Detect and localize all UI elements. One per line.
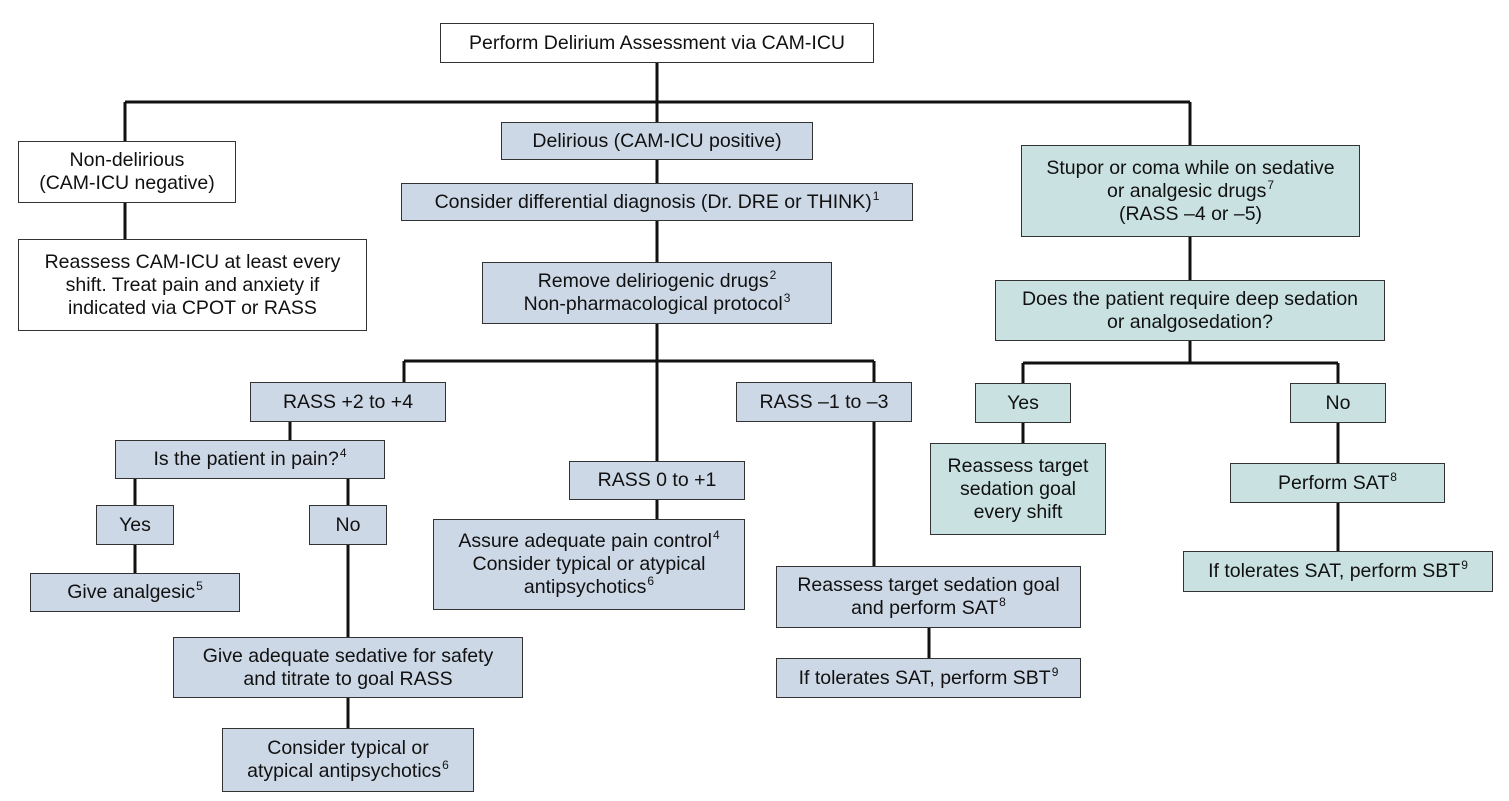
node-text: RASS –1 to –3 — [759, 390, 889, 413]
node-text: Assure adequate pain control — [458, 530, 712, 552]
give-sedative-node: Give adequate sedative for safety and ti… — [173, 637, 523, 698]
footnote-mark: 6 — [442, 758, 449, 772]
consider-antipsychotics-node: Consider typical or atypical antipsychot… — [222, 728, 474, 792]
tolerates-sat-right-node: If tolerates SAT, perform SBT9 — [1183, 551, 1493, 592]
node-text: RASS +2 to +4 — [282, 390, 414, 413]
tolerates-sat-mid-node: If tolerates SAT, perform SBT9 — [776, 658, 1081, 698]
node-text-line: and perform SAT8 — [851, 595, 1006, 620]
node-text-line: antipsychotics6 — [523, 574, 655, 599]
footnote-mark: 4 — [339, 446, 347, 460]
footnote-mark: 8 — [999, 595, 1006, 609]
node-text: Yes — [1007, 391, 1039, 414]
footnote-mark: 7 — [1267, 177, 1275, 192]
node-text: Give analgesic — [67, 581, 196, 603]
node-text: Consider differential diagnosis (Dr. DRE… — [434, 190, 872, 213]
node-text: Consider typical or atypical — [472, 553, 706, 575]
node-text: Non-delirious — [69, 149, 185, 171]
node-text: and perform SAT — [851, 597, 999, 619]
node-text: Stupor or coma while on sedative — [1046, 156, 1335, 179]
node-text: atypical antipsychotics — [247, 760, 442, 782]
remove-drugs-node: Remove deliriogenic drugs2 Non-pharmacol… — [482, 262, 832, 324]
rass-0-1-node: RASS 0 to +1 — [569, 461, 745, 500]
assure-pain-node: Assure adequate pain control4 Consider t… — [433, 519, 745, 610]
footnote-mark: 5 — [196, 579, 203, 593]
node-text: Reassess target — [947, 454, 1089, 477]
node-text: Remove deliriogenic drugs — [537, 270, 769, 292]
footnote-mark: 2 — [769, 268, 777, 282]
node-text: shift. Treat pain and anxiety if — [65, 273, 320, 296]
deep-sedation-question-node: Does the patient require deep sedation o… — [995, 280, 1385, 341]
node-text: RASS 0 to +1 — [597, 469, 717, 491]
reassess-goal-node: Reassess target sedation goal every shif… — [930, 443, 1106, 535]
nondelirious-node: Non-delirious (CAM-ICU negative) — [18, 141, 236, 203]
reassess-camicu-node: Reassess CAM-ICU at least every shift. T… — [18, 239, 367, 331]
footnote-mark: 9 — [1051, 664, 1059, 679]
node-text: Yes — [119, 513, 151, 536]
node-text: Consider typical or — [267, 737, 429, 759]
node-text: or analgesic drugs — [1106, 179, 1267, 202]
node-text: (CAM-ICU negative) — [39, 172, 215, 194]
node-text: Reassess target sedation goal — [797, 574, 1060, 596]
node-text: Does the patient require deep sedation — [1021, 287, 1359, 310]
delirious-node: Delirious (CAM-ICU positive) — [501, 122, 813, 160]
rass-2-4-node: RASS +2 to +4 — [250, 382, 446, 422]
stupor-node: Stupor or coma while on sedative or anal… — [1021, 145, 1360, 237]
footnote-mark: 3 — [783, 291, 791, 305]
footnote-mark: 1 — [872, 188, 880, 203]
node-text: Perform SAT — [1278, 471, 1390, 494]
node-text-line: Is the patient in pain?4 — [153, 446, 347, 471]
node-text-line: Give analgesic5 — [67, 579, 203, 604]
pain-yes-node: Yes — [96, 505, 174, 545]
footnote-mark: 9 — [1461, 558, 1468, 572]
node-text: Delirious (CAM-ICU positive) — [532, 129, 782, 152]
node-text-line: atypical antipsychotics6 — [247, 758, 449, 783]
node-text: antipsychotics — [523, 576, 647, 598]
give-analgesic-node: Give analgesic5 — [30, 573, 240, 612]
perform-sat-node: Perform SAT8 — [1230, 463, 1445, 503]
node-text: (RASS –4 or –5) — [1118, 202, 1263, 225]
node-text: indicated via CPOT or RASS — [68, 296, 317, 319]
start-node: Perform Delirium Assessment via CAM-ICU — [440, 23, 874, 63]
node-text-line: Remove deliriogenic drugs2 — [537, 268, 777, 293]
footnote-mark: 6 — [647, 574, 655, 588]
reassess-sat-node: Reassess target sedation goal and perfor… — [776, 566, 1081, 628]
node-text: No — [335, 513, 361, 536]
node-text: If tolerates SAT, perform SBT — [1208, 560, 1461, 582]
node-text: No — [1325, 391, 1351, 414]
node-text: every shift — [973, 500, 1063, 523]
deep-no-node: No — [1290, 383, 1386, 423]
node-text: Perform Delirium Assessment via CAM-ICU — [469, 31, 845, 54]
node-text: or analgosedation? — [1107, 310, 1273, 333]
node-text: and titrate to goal RASS — [243, 667, 453, 690]
rass-m1-m3-node: RASS –1 to –3 — [736, 382, 912, 422]
node-text: If tolerates SAT, perform SBT — [798, 666, 1051, 689]
node-text-line: Perform SAT8 — [1278, 469, 1397, 495]
pain-question-node: Is the patient in pain?4 — [115, 440, 385, 479]
node-text: sedation goal — [959, 477, 1076, 500]
node-text-line: Non-pharmacological protocol3 — [523, 291, 791, 316]
node-text: Non-pharmacological protocol — [523, 293, 783, 315]
node-text: Give adequate sedative for safety — [202, 644, 494, 667]
pain-no-node: No — [309, 505, 387, 545]
deep-yes-node: Yes — [975, 383, 1071, 423]
node-text: Reassess CAM-ICU at least every — [44, 250, 341, 273]
node-text-line: Consider differential diagnosis (Dr. DRE… — [434, 188, 880, 214]
footnote-mark: 8 — [1390, 469, 1397, 484]
node-text: Is the patient in pain? — [153, 448, 339, 470]
differential-diagnosis-node: Consider differential diagnosis (Dr. DRE… — [401, 183, 913, 221]
node-text-line: If tolerates SAT, perform SBT9 — [1208, 558, 1468, 583]
footnote-mark: 4 — [712, 528, 720, 542]
node-text-line: If tolerates SAT, perform SBT9 — [798, 664, 1059, 690]
node-text-line: Assure adequate pain control4 — [458, 528, 720, 553]
node-text-line: or analgesic drugs7 — [1106, 177, 1275, 203]
